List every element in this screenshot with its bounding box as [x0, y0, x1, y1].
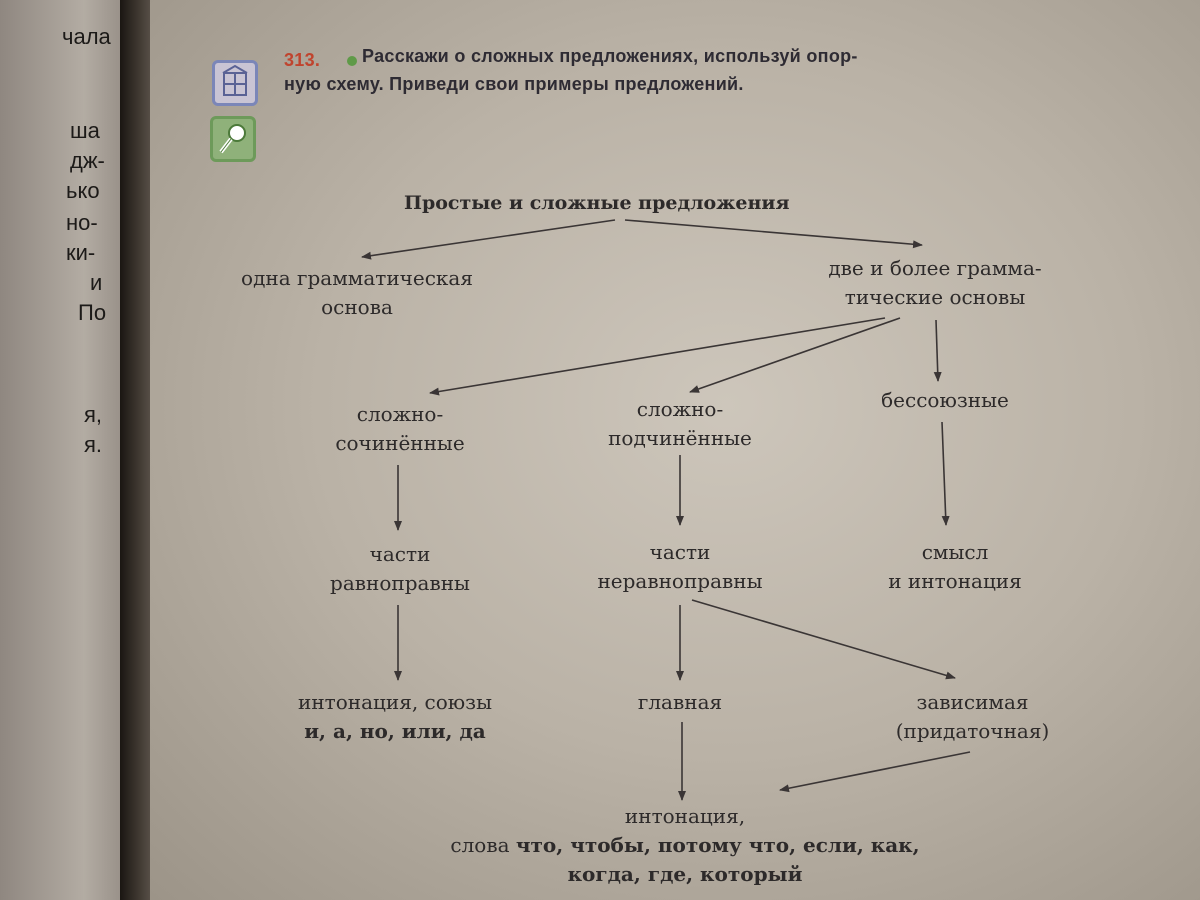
- arrow-dependent-to-means: [779, 751, 971, 793]
- node-simple-sentence: одна грамматическая основа: [212, 264, 502, 322]
- node-compound: сложно- сочинённые: [300, 400, 500, 458]
- node-simple-line-1: одна грамматическая: [241, 266, 473, 290]
- book-icon: [212, 60, 258, 106]
- diagram-root: Простые и сложные предложения: [404, 189, 790, 218]
- node-subordinate-means: интонация, слова что, чтобы, потому что,…: [395, 802, 975, 889]
- left-page-fragment: дж-: [70, 148, 105, 173]
- arrow-asyndetic-to-meaning: [941, 421, 950, 526]
- task-marker-dot: [347, 56, 357, 66]
- arrow-complex-to-asyndetic: [933, 319, 942, 382]
- node-means-line-2-plain: слова: [450, 833, 516, 857]
- left-page-fragment: чала: [62, 24, 111, 49]
- node-equal-line-2: равноправны: [330, 571, 470, 595]
- task-text-line-2: ную схему. Приведи свои примеры предложе…: [284, 74, 744, 94]
- node-conjunctions: интонация, союзы и, а, но, или, да: [260, 688, 530, 746]
- node-dependent-clause: зависимая (придаточная): [860, 688, 1085, 746]
- textbook-page: [150, 0, 1200, 900]
- arrow-root-to-simple: [361, 219, 616, 260]
- task-text-line-1: Расскажи о сложных предложениях, использ…: [362, 46, 858, 66]
- left-page-fragment: По: [78, 300, 107, 325]
- left-page-fragment: ько: [66, 178, 100, 203]
- arrow-root-to-complex: [624, 219, 923, 249]
- diagram-root-label: Простые и сложные предложения: [404, 192, 790, 214]
- left-page-fragment: и: [90, 270, 103, 295]
- node-dependent-line-1: зависимая: [916, 690, 1029, 714]
- node-complex-subordinate: сложно- подчинённые: [575, 395, 785, 453]
- node-main-label: главная: [637, 690, 723, 714]
- arrow-complex-to-subordinate: [689, 317, 901, 393]
- node-simple-line-2: основа: [321, 295, 393, 319]
- node-complex-sentence: две и более грамма- тические основы: [790, 254, 1080, 312]
- node-asyndetic: бессоюзные: [850, 386, 1040, 415]
- node-meaning-intonation: смысл и интонация: [855, 538, 1055, 596]
- node-means-line-2-bold: что, чтобы, потому что, если, как,: [515, 833, 920, 857]
- left-page-fragment: я.: [84, 432, 103, 457]
- node-means-line-3: когда, где, который: [567, 862, 803, 886]
- left-page-fragment: ки-: [66, 240, 96, 265]
- task-number: 313.: [284, 50, 321, 70]
- previous-page: чала ша дж- ько но- ки- и По я, я.: [0, 0, 120, 900]
- node-dependent-line-2: (придаточная): [895, 719, 1050, 743]
- node-meaning-line-2: и интонация: [888, 569, 1022, 593]
- node-conj-line-2: и, а, но, или, да: [304, 719, 486, 743]
- node-subordinate-line-2: подчинённые: [608, 426, 752, 450]
- node-compound-line-2: сочинённые: [335, 431, 465, 455]
- node-compound-line-1: сложно-: [356, 402, 444, 426]
- node-conj-line-1: интонация, союзы: [297, 690, 493, 714]
- node-subordinate-line-1: сложно-: [636, 397, 724, 421]
- left-page-fragment: но-: [66, 210, 98, 235]
- node-equal-line-1: части: [369, 542, 431, 566]
- node-main-clause: главная: [610, 688, 750, 717]
- node-means-line-1: интонация,: [624, 804, 746, 828]
- node-unequal-line-2: неравноправны: [597, 569, 763, 593]
- node-unequal-parts: части неравноправны: [565, 538, 795, 596]
- left-page-fragment: ша: [70, 118, 100, 143]
- arrow-unequal-to-dependent: [691, 599, 956, 680]
- left-page-fragment: я,: [84, 402, 103, 427]
- node-asyndetic-label: бессоюзные: [881, 388, 1009, 412]
- arrow-complex-to-compound: [429, 317, 886, 396]
- node-complex-line-2: тические основы: [844, 285, 1026, 309]
- node-meaning-line-1: смысл: [921, 540, 989, 564]
- microphone-icon: [210, 116, 256, 162]
- node-equal-parts: части равноправны: [300, 540, 500, 598]
- node-unequal-line-1: части: [649, 540, 711, 564]
- node-complex-line-1: две и более грамма-: [828, 256, 1042, 280]
